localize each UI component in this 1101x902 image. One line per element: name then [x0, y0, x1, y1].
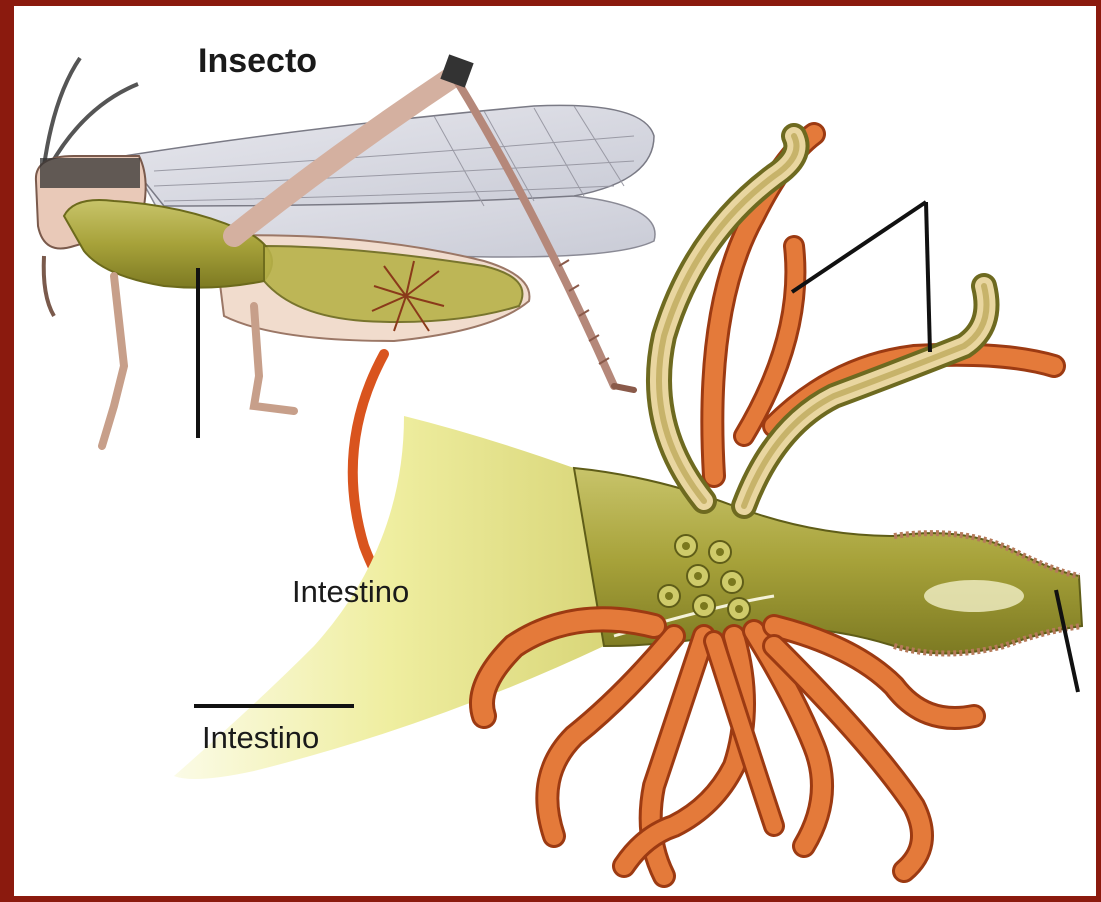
- intestine-label-bottom: Intestino: [202, 720, 319, 756]
- intestine-label-arrow: Intestino: [292, 574, 409, 610]
- illustration: [14, 6, 1096, 896]
- mouthpart: [44, 256, 54, 316]
- rectum-highlight: [924, 580, 1024, 612]
- insect-title: Insecto: [198, 42, 317, 81]
- grasshopper: [36, 54, 655, 446]
- pronotum: [40, 158, 140, 188]
- hind-tarsus: [614, 386, 634, 390]
- antenna-2: [50, 84, 138, 166]
- front-leg: [102, 276, 124, 446]
- diagram-canvas: Insecto Intestino Intestino: [14, 6, 1096, 896]
- tubule-leader-lines: [792, 202, 930, 352]
